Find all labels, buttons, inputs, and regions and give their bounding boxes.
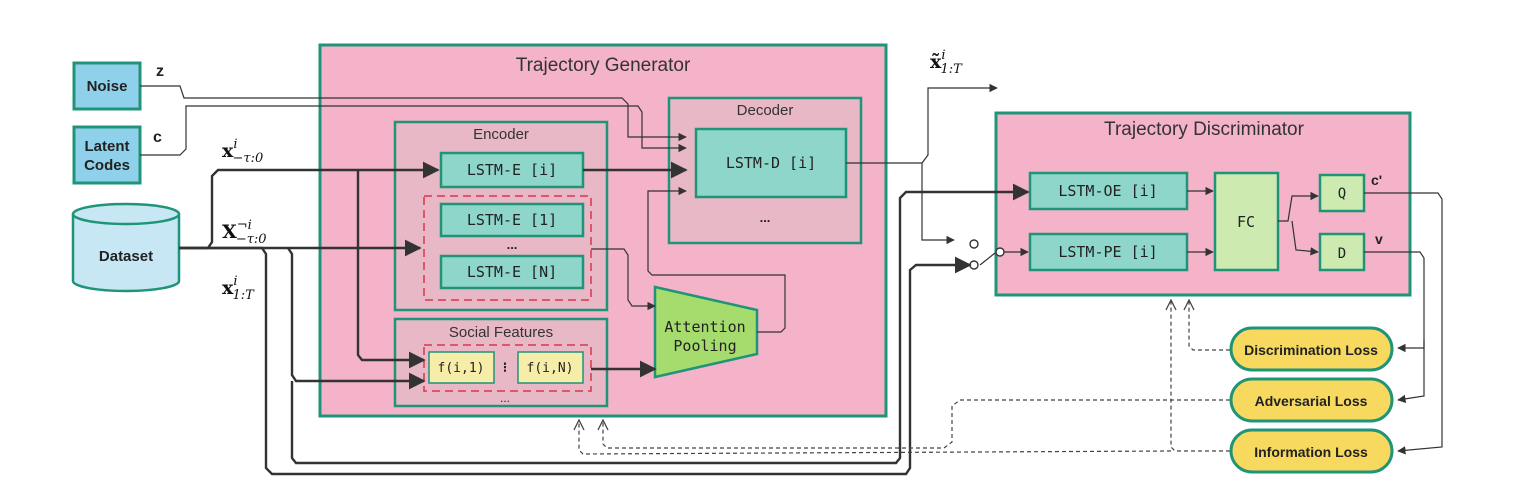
f-i1-box bbox=[428, 351, 495, 384]
encoder-title: Encoder bbox=[473, 126, 529, 143]
dataset-cylinder: Dataset bbox=[71, 202, 181, 293]
switch-terminal-b bbox=[969, 260, 979, 270]
thick-connectors bbox=[179, 161, 1030, 476]
f-separator: ⁝ bbox=[503, 359, 507, 375]
f-i1-label: f(i,1) bbox=[438, 361, 485, 376]
lstm-d-label: LSTM-D [i] bbox=[726, 154, 816, 172]
c-label: c bbox=[153, 129, 162, 146]
attention-label-2: Pooling bbox=[673, 337, 736, 355]
q-label: Q bbox=[1338, 186, 1346, 202]
lstm-e-i-label: LSTM-E [i] bbox=[467, 161, 557, 179]
dashed-feedback bbox=[579, 300, 1230, 455]
lstm-oe-label: LSTM-OE [i] bbox=[1058, 182, 1157, 200]
fc-box bbox=[1213, 171, 1280, 272]
x-others-symbol: X¬i−τ:0 bbox=[222, 218, 267, 247]
discriminator-title: Trajectory Discriminator bbox=[1104, 119, 1305, 140]
social-features-module: Social Features f(i,1) ⁝ f(i,N) ... bbox=[393, 317, 609, 408]
q-box bbox=[1318, 173, 1366, 213]
attention-label-1: Attention bbox=[664, 318, 745, 336]
trajectory-discriminator: Trajectory Discriminator LSTM-OE [i] LST… bbox=[994, 111, 1412, 297]
c-prime-label: c' bbox=[1371, 172, 1382, 188]
lstm-d-box bbox=[694, 127, 848, 199]
lstm-pe-label: LSTM-PE [i] bbox=[1058, 243, 1157, 261]
adversarial-loss-label: Adversarial Loss bbox=[1255, 393, 1368, 409]
information-loss-label: Information Loss bbox=[1254, 444, 1368, 460]
attention-pooling: Attention Pooling bbox=[653, 285, 759, 379]
noise-input: Noise bbox=[72, 61, 142, 111]
f-in-label: f(i,N) bbox=[527, 361, 574, 376]
lstm-e-i-box bbox=[439, 151, 585, 189]
encoder-module: Encoder LSTM-E [i] LSTM-E [1] ... LSTM-E… bbox=[393, 120, 609, 312]
decoder-title: Decoder bbox=[737, 102, 794, 119]
fc-label: FC bbox=[1237, 213, 1255, 231]
generator-title: Trajectory Generator bbox=[516, 55, 691, 76]
d-label: D bbox=[1338, 246, 1346, 262]
x-obs-symbol: xi−τ:0 bbox=[222, 137, 263, 166]
lstm-e-n-label: LSTM-E [N] bbox=[467, 263, 557, 281]
thin-connectors bbox=[140, 83, 1443, 455]
dataset-label: Dataset bbox=[99, 248, 153, 265]
lstm-oe-box bbox=[1028, 171, 1189, 211]
social-dots: ... bbox=[500, 391, 510, 405]
switch-terminal-a bbox=[969, 239, 979, 249]
discrimination-loss: Discrimination Loss bbox=[1229, 326, 1394, 372]
noise-label: Noise bbox=[87, 78, 128, 95]
lstm-e-1-box bbox=[439, 202, 585, 238]
decoder-dots: ... bbox=[760, 210, 771, 225]
discrimination-loss-label: Discrimination Loss bbox=[1244, 342, 1378, 358]
adversarial-loss: Adversarial Loss bbox=[1229, 377, 1394, 423]
lstm-e-dots: ... bbox=[507, 237, 518, 252]
switch-output bbox=[995, 247, 1005, 257]
information-loss: Information Loss bbox=[1229, 428, 1394, 474]
decoder-module: Decoder LSTM-D [i] ... bbox=[667, 96, 863, 245]
v-label: v bbox=[1375, 231, 1383, 247]
lstm-e-1-label: LSTM-E [1] bbox=[467, 211, 557, 229]
lstm-e-n-box bbox=[439, 254, 585, 290]
z-label: z bbox=[156, 63, 164, 80]
f-in-box bbox=[517, 351, 584, 384]
other-agents-group bbox=[423, 195, 592, 301]
social-title: Social Features bbox=[449, 324, 553, 341]
